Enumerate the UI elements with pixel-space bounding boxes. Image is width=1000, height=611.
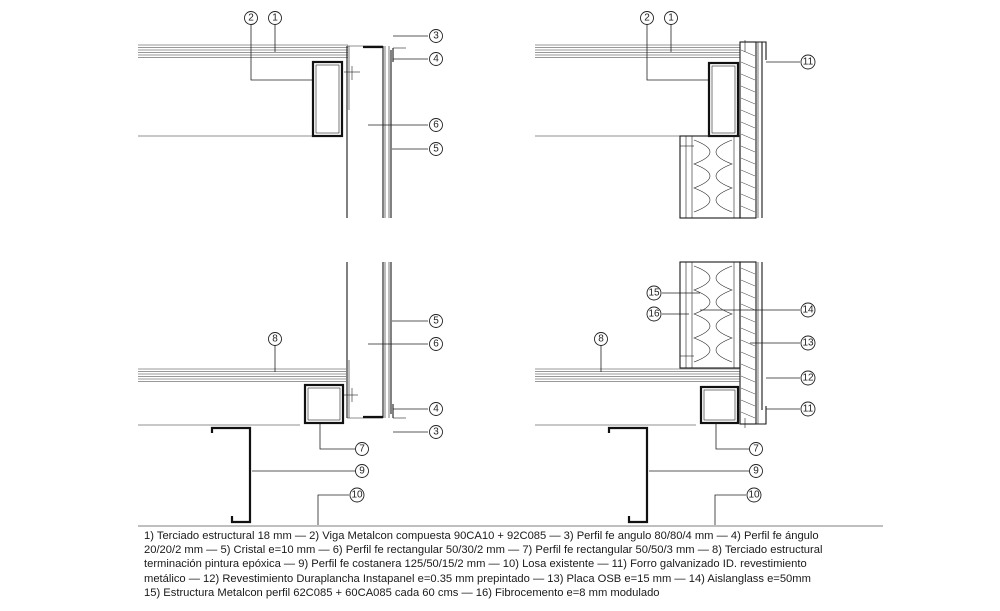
callout-14: 14 [802,305,814,316]
plywood-deck [138,44,348,58]
callout-4: 4 [433,54,439,65]
c-purlin [607,426,649,524]
osb-hatch [740,267,756,419]
legend: 1) Terciado estructural 18 mm — 2) Viga … [144,529,864,600]
callout-1: 1 [272,13,278,24]
c-purlin [210,426,252,524]
plywood-deck [535,44,740,58]
callout-11: 11 [803,404,814,415]
insulation-hatch [693,265,733,363]
detail-top-left: 2 1 3 4 6 5 [138,11,443,218]
callout-13: 13 [802,338,814,349]
osb-hatch [740,49,756,213]
legend-line: 1) Terciado estructural 18 mm — 2) Viga … [144,530,819,542]
callout-2: 2 [248,13,254,24]
callout-5: 5 [433,316,439,327]
callout-3: 3 [433,31,439,42]
detail-top-right: 2 1 11 [535,11,816,219]
callout-9: 9 [359,466,365,477]
detail-bottom-left: 8 5 6 4 3 7 9 10 [138,262,443,525]
callout-6: 6 [433,339,439,350]
legend-line: 20/20/2 mm — 5) Cristal e=10 mm — 6) Per… [144,544,823,557]
callout-6: 6 [433,120,439,131]
callout-11: 11 [803,57,814,68]
callout-16: 16 [648,309,660,320]
callout-15: 15 [648,288,660,299]
plywood-floor [138,368,346,382]
legend-line: metálico — 12) Revestimiento Duraplancha… [144,572,811,585]
callout-3: 3 [433,427,439,438]
detail-bottom-right: 8 15 16 14 13 12 11 7 9 10 [535,261,816,525]
callout-10: 10 [748,490,760,501]
legend-line: 15) Estructura Metalcon perfil 62C085 + … [144,586,660,599]
callout-2: 2 [644,13,650,24]
callout-10: 10 [351,490,363,501]
callout-5: 5 [433,144,439,155]
plywood-floor [535,368,740,382]
callout-8: 8 [598,334,604,345]
callout-4: 4 [433,404,439,415]
callout-8: 8 [272,334,278,345]
legend-line: terminación pintura epóxica — 9) Perfil … [144,558,807,571]
callout-9: 9 [753,466,759,477]
rectangular-profile [699,385,740,425]
callout-12: 12 [802,373,814,384]
insulation-hatch [693,139,733,213]
metalcon-beam [707,61,740,138]
callout-7: 7 [359,444,365,455]
rectangular-profile [303,383,345,425]
metalcon-beam [311,60,344,138]
callout-1: 1 [668,13,674,24]
callout-7: 7 [753,444,759,455]
